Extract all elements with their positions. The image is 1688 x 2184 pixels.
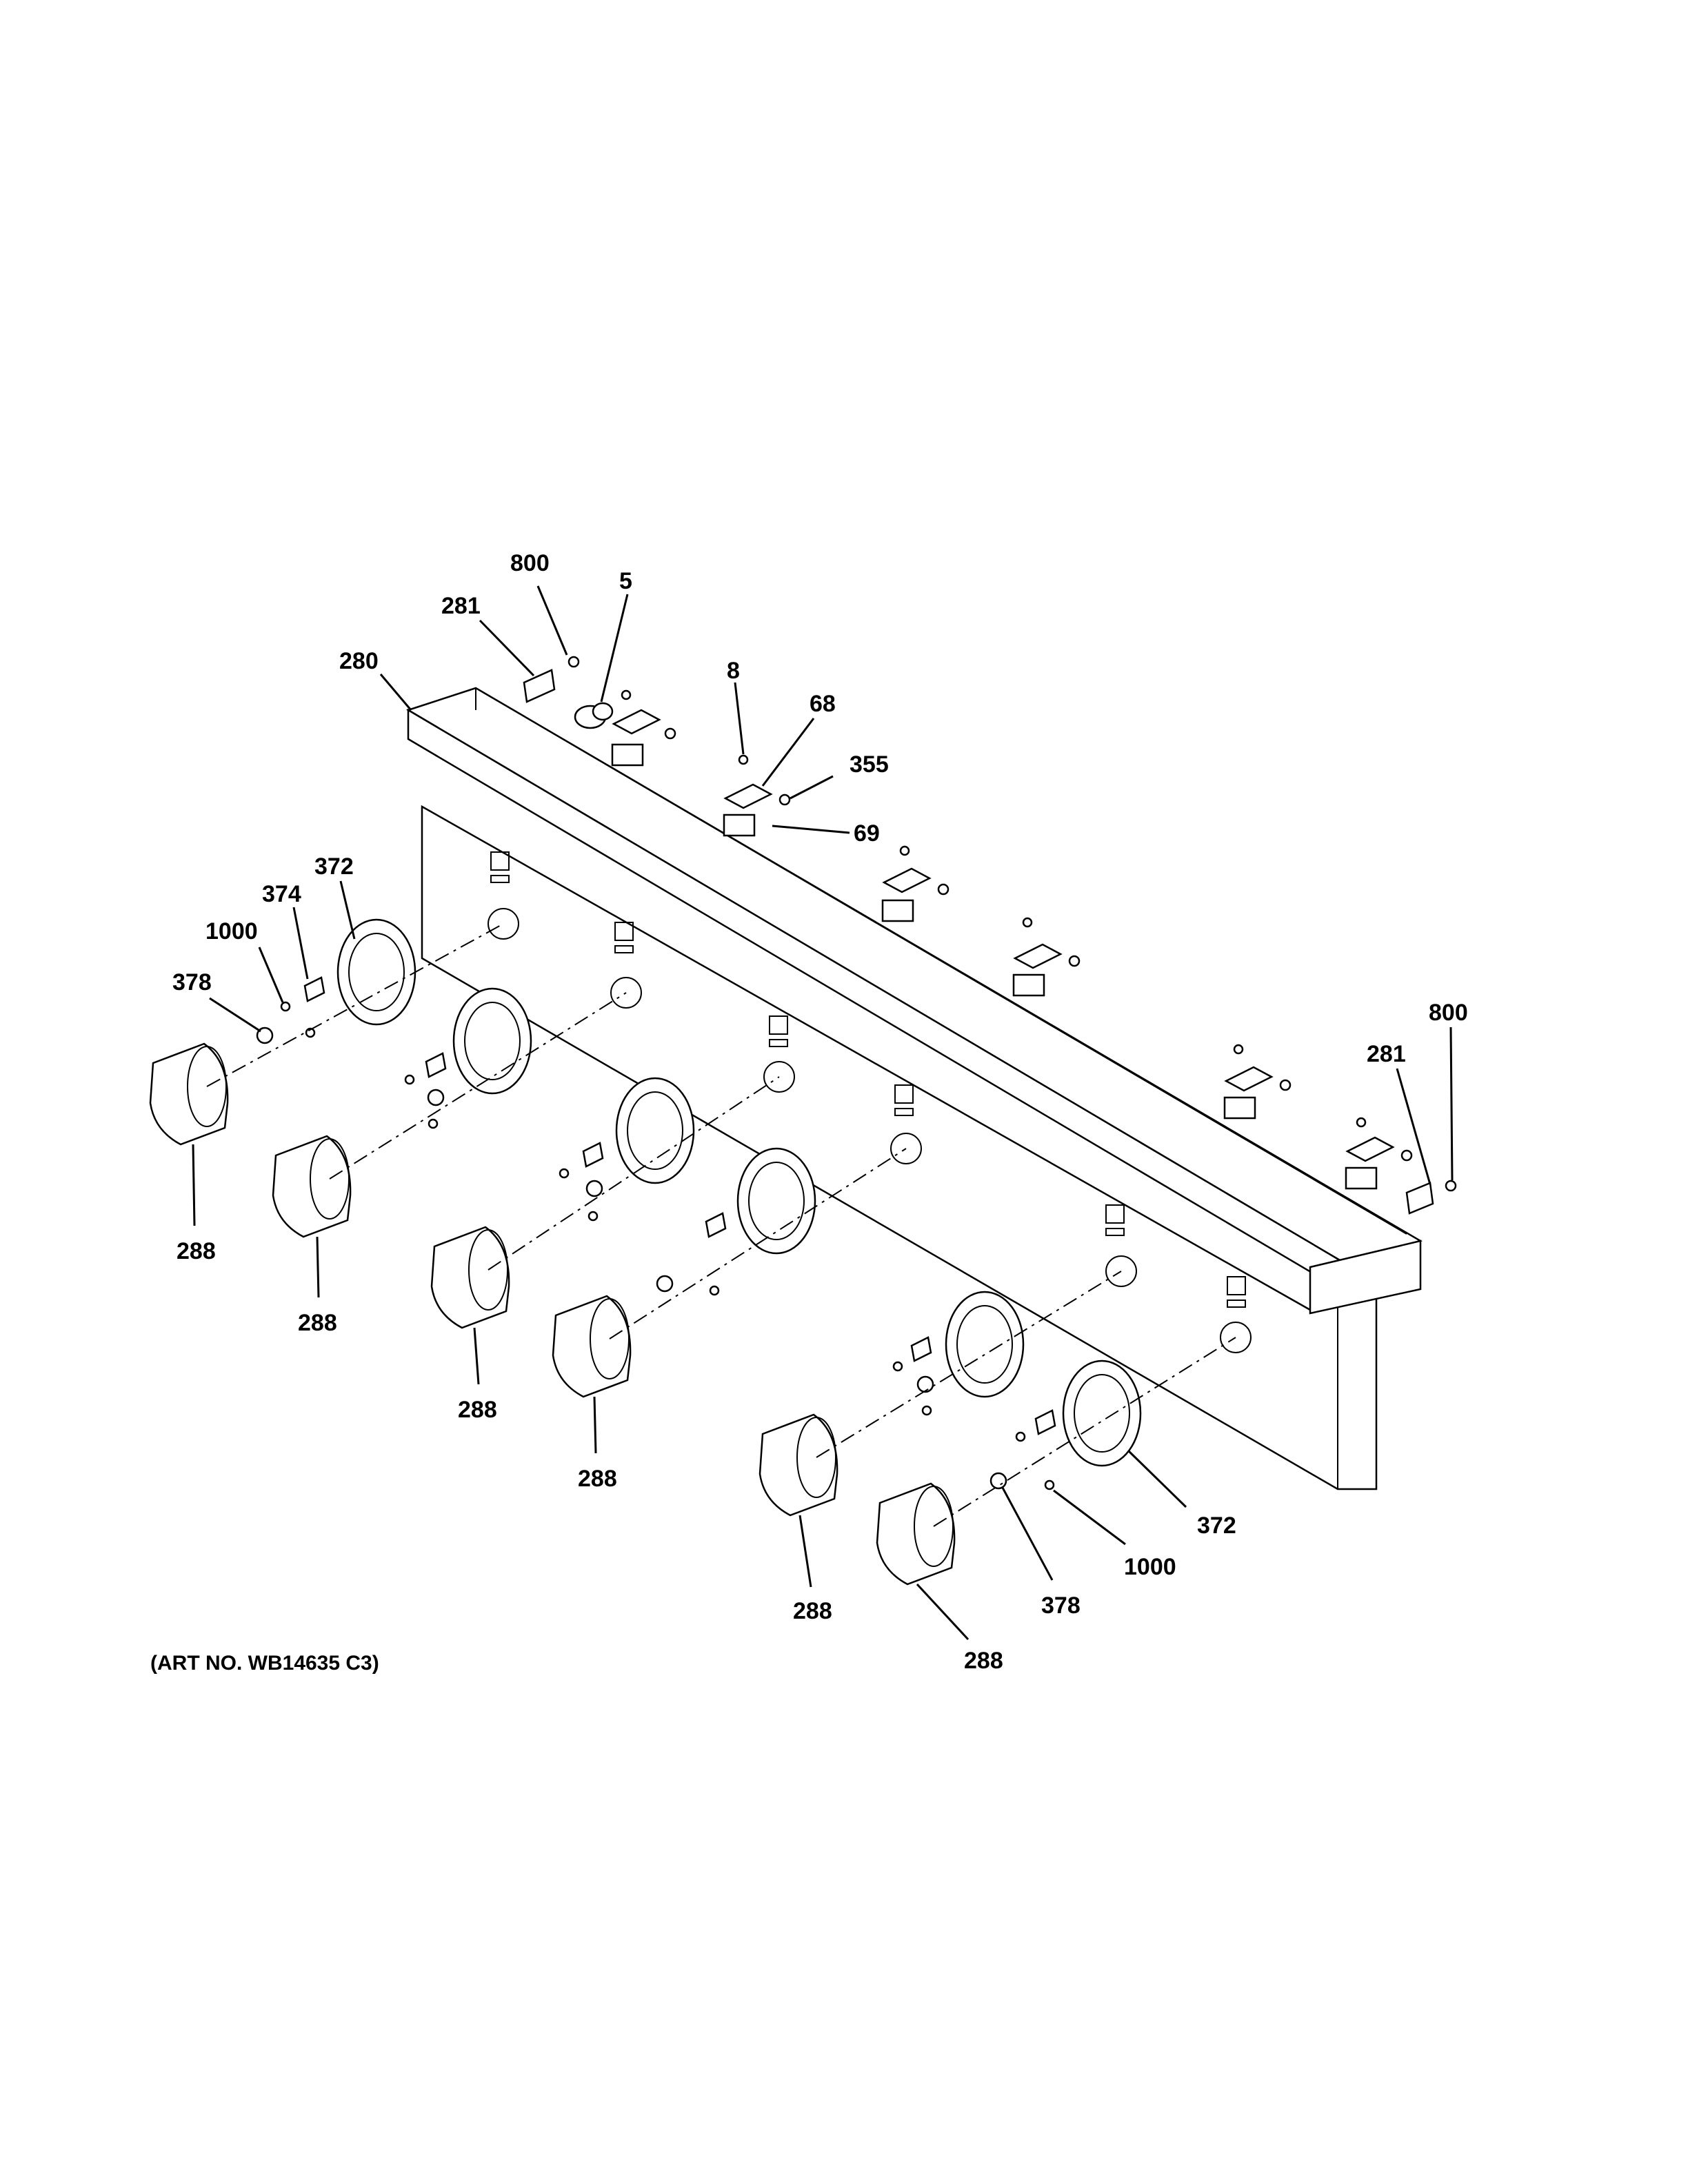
ignition-switch-part-5 (574, 702, 614, 729)
callout-8: 8 (727, 658, 740, 684)
bezel (615, 1077, 695, 1184)
callout-labels: 800 281 5 280 8 68 355 69 372 374 1000 3… (172, 550, 1468, 1674)
callout-288-5: 288 (793, 1598, 832, 1624)
callout-281-top-left: 281 (441, 593, 481, 619)
knobs (149, 1042, 956, 1586)
callout-288-2: 288 (298, 1310, 337, 1336)
callout-372-left: 372 (314, 853, 354, 880)
art-number: (ART NO. WB14635 C3) (150, 1652, 379, 1675)
knob (758, 1413, 838, 1517)
fasteners (256, 976, 1056, 1490)
callout-800-top-left: 800 (510, 550, 550, 576)
callout-372-right: 372 (1197, 1513, 1236, 1539)
valve-cutout (610, 922, 642, 1009)
knob (272, 1135, 352, 1238)
callout-288-6: 288 (964, 1648, 1003, 1674)
callout-1000-left: 1000 (205, 918, 258, 944)
callout-68: 68 (810, 691, 836, 717)
bezels (336, 918, 1142, 1467)
bezel (1062, 1359, 1142, 1467)
switch-bracket (1223, 1044, 1292, 1120)
callout-1000-right: 1000 (1124, 1554, 1176, 1580)
bezel (736, 1147, 816, 1255)
valve-cutout (1105, 1204, 1137, 1287)
switch-brackets (611, 689, 1413, 1190)
valve-cutout (890, 1084, 922, 1164)
callout-288-1: 288 (177, 1238, 216, 1264)
callout-5: 5 (619, 568, 632, 594)
valve-cutout (763, 1015, 795, 1093)
valve-cutout (488, 851, 519, 940)
switch-bracket (1345, 1117, 1413, 1190)
end-bracket-right (1405, 1180, 1457, 1215)
valve-cutouts (488, 851, 1252, 1353)
valve-cutout (1220, 1276, 1252, 1353)
switch-bracket (881, 845, 950, 922)
switch-bracket (611, 689, 676, 767)
knob (149, 1042, 229, 1146)
callout-800-right: 800 (1429, 1000, 1468, 1026)
assembly-axes (206, 923, 1236, 1527)
callout-281-right: 281 (1367, 1041, 1406, 1067)
callout-378-right: 378 (1041, 1593, 1081, 1619)
callout-69: 69 (854, 820, 880, 847)
switch-bracket (723, 754, 791, 837)
knob (876, 1482, 956, 1586)
bezel (452, 987, 532, 1095)
callout-288-4: 288 (578, 1466, 617, 1492)
callout-280: 280 (339, 648, 379, 674)
callout-378-left: 378 (172, 969, 212, 995)
end-bracket-left (523, 656, 580, 703)
bezel (945, 1291, 1025, 1398)
leader-lines (192, 585, 1454, 1641)
switch-bracket (1012, 917, 1081, 997)
callout-288-3: 288 (458, 1397, 497, 1423)
control-panel-housing (405, 687, 1423, 1490)
bezel (336, 918, 416, 1026)
knob (430, 1226, 510, 1329)
callout-374: 374 (262, 881, 301, 907)
knob (552, 1295, 632, 1398)
callout-355: 355 (850, 751, 889, 778)
